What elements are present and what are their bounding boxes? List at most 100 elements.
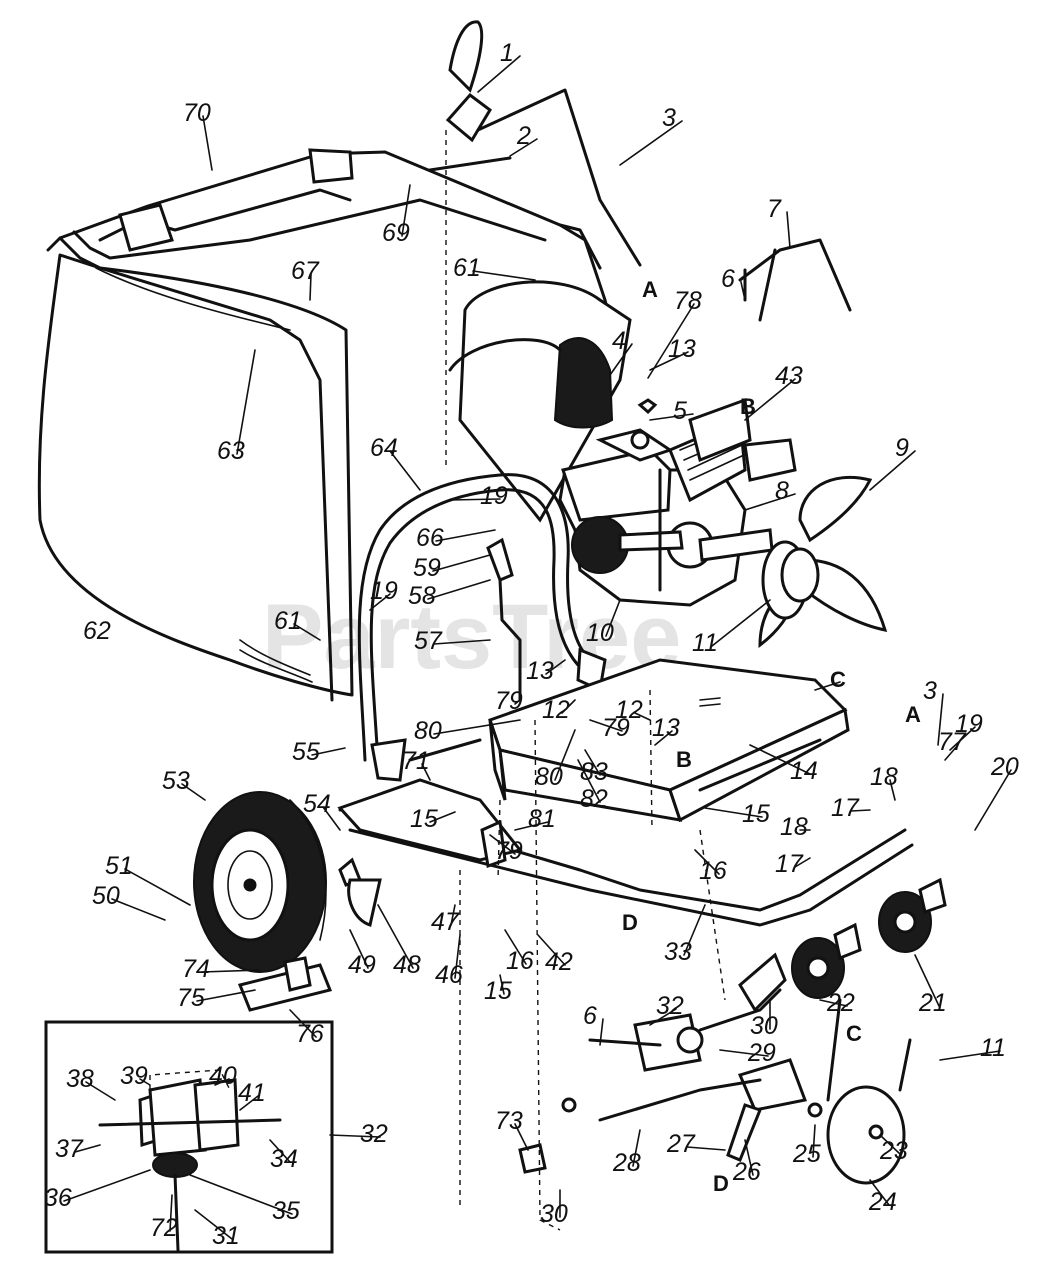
callout-leader bbox=[429, 811, 456, 823]
callout-leader bbox=[196, 989, 256, 1002]
callout-leader bbox=[389, 450, 421, 491]
callout-leader bbox=[605, 599, 621, 637]
callout-leader bbox=[74, 1144, 101, 1153]
part-number-17: 17 bbox=[831, 794, 860, 822]
callout-leader bbox=[293, 623, 321, 641]
callout-leader bbox=[711, 599, 771, 647]
part-number-73: 73 bbox=[495, 1107, 523, 1135]
part-number-29: 29 bbox=[747, 1039, 776, 1067]
callout-leader bbox=[124, 868, 191, 906]
callout-leader bbox=[794, 857, 811, 868]
part-number-80: 80 bbox=[414, 717, 442, 745]
part-number-50: 50 bbox=[92, 882, 120, 910]
callout-leader bbox=[489, 834, 516, 855]
callout-leader bbox=[349, 929, 369, 969]
drive-assembly bbox=[518, 952, 912, 1185]
part-number-16: 16 bbox=[699, 857, 727, 885]
callout-leader bbox=[649, 351, 689, 371]
part-number-12: 12 bbox=[615, 696, 643, 724]
callout-leader bbox=[561, 699, 576, 714]
part-number-7: 7 bbox=[767, 195, 782, 223]
callout-leader bbox=[819, 999, 848, 1007]
part-number-19: 19 bbox=[370, 577, 398, 605]
callout-leader bbox=[514, 1123, 529, 1151]
callout-leader bbox=[454, 934, 461, 979]
part-number-74: 74 bbox=[182, 955, 210, 983]
part-number-70: 70 bbox=[183, 99, 211, 127]
part-number-66: 66 bbox=[416, 524, 444, 552]
part-number-27: 27 bbox=[666, 1130, 696, 1158]
reference-letter-b: B bbox=[676, 747, 692, 772]
part-number-19: 19 bbox=[955, 710, 983, 738]
part-number-14: 14 bbox=[790, 757, 818, 785]
part-number-53: 53 bbox=[162, 767, 190, 795]
part-number-1: 1 bbox=[500, 39, 514, 67]
part-number-18: 18 bbox=[780, 813, 808, 841]
callout-leader bbox=[647, 303, 695, 379]
part-number-2: 2 bbox=[516, 122, 531, 150]
reference-letter-a: A bbox=[642, 277, 658, 302]
part-number-81: 81 bbox=[528, 805, 556, 833]
callout-leader bbox=[236, 349, 256, 455]
callout-leader bbox=[554, 729, 576, 781]
part-number-31: 31 bbox=[212, 1222, 240, 1250]
part-number-49: 49 bbox=[348, 951, 376, 979]
callout-leader bbox=[744, 493, 796, 511]
callout-leader bbox=[683, 904, 706, 956]
callout-leader bbox=[169, 1194, 173, 1232]
callout-leader bbox=[189, 1174, 293, 1215]
callout-leader bbox=[649, 413, 694, 421]
part-number-80: 80 bbox=[535, 763, 563, 791]
part-number-24: 24 bbox=[868, 1188, 897, 1216]
callout-leader bbox=[450, 904, 456, 926]
part-number-26: 26 bbox=[732, 1158, 761, 1186]
part-number-35: 35 bbox=[272, 1197, 300, 1225]
callout-leader bbox=[63, 1169, 151, 1202]
part-number-76: 76 bbox=[296, 1020, 324, 1048]
part-number-13: 13 bbox=[526, 657, 554, 685]
part-number-11: 11 bbox=[980, 1034, 1006, 1062]
part-number-33: 33 bbox=[664, 938, 692, 966]
part-number-75: 75 bbox=[177, 984, 205, 1012]
part-number-23: 23 bbox=[879, 1137, 908, 1165]
part-number-67: 67 bbox=[291, 257, 320, 285]
part-number-3: 3 bbox=[662, 104, 676, 132]
part-number-51: 51 bbox=[105, 852, 133, 880]
part-number-77: 77 bbox=[938, 728, 967, 756]
callout-leader bbox=[914, 954, 940, 1007]
callout-leader bbox=[939, 1050, 1001, 1061]
handle-frame bbox=[357, 473, 607, 782]
callout-leader bbox=[421, 763, 431, 781]
callout-leader bbox=[879, 1134, 901, 1155]
main-hardware bbox=[237, 20, 852, 1012]
part-number-41: 41 bbox=[238, 1079, 266, 1107]
part-number-72: 72 bbox=[150, 1214, 178, 1242]
part-number-79: 79 bbox=[602, 714, 630, 742]
callout-leader bbox=[432, 554, 491, 572]
reference-letter-d: D bbox=[713, 1171, 729, 1196]
callout-leader bbox=[944, 744, 959, 761]
part-number-38: 38 bbox=[66, 1065, 94, 1093]
callout-leader bbox=[589, 719, 623, 732]
callout-leader bbox=[889, 779, 896, 801]
part-number-15: 15 bbox=[742, 800, 770, 828]
callout-leader bbox=[435, 529, 496, 542]
part-number-5: 5 bbox=[673, 397, 687, 425]
callout-leader bbox=[514, 821, 549, 831]
callout-leader bbox=[704, 807, 763, 818]
callout-leader bbox=[974, 769, 1012, 831]
part-number-4: 4 bbox=[612, 327, 626, 355]
callout-leader bbox=[85, 1081, 116, 1101]
inset-detail bbox=[44, 1020, 334, 1254]
callout-leader bbox=[686, 1146, 726, 1151]
part-number-54: 54 bbox=[303, 790, 331, 818]
callout-leader bbox=[514, 699, 521, 705]
part-number-9: 9 bbox=[895, 434, 909, 462]
part-number-20: 20 bbox=[990, 753, 1019, 781]
part-number-30: 30 bbox=[750, 1012, 778, 1040]
impeller bbox=[758, 475, 888, 649]
callout-leader bbox=[194, 1209, 233, 1240]
callout-leader bbox=[322, 806, 341, 831]
part-number-30: 30 bbox=[540, 1200, 568, 1228]
part-number-15: 15 bbox=[410, 805, 438, 833]
